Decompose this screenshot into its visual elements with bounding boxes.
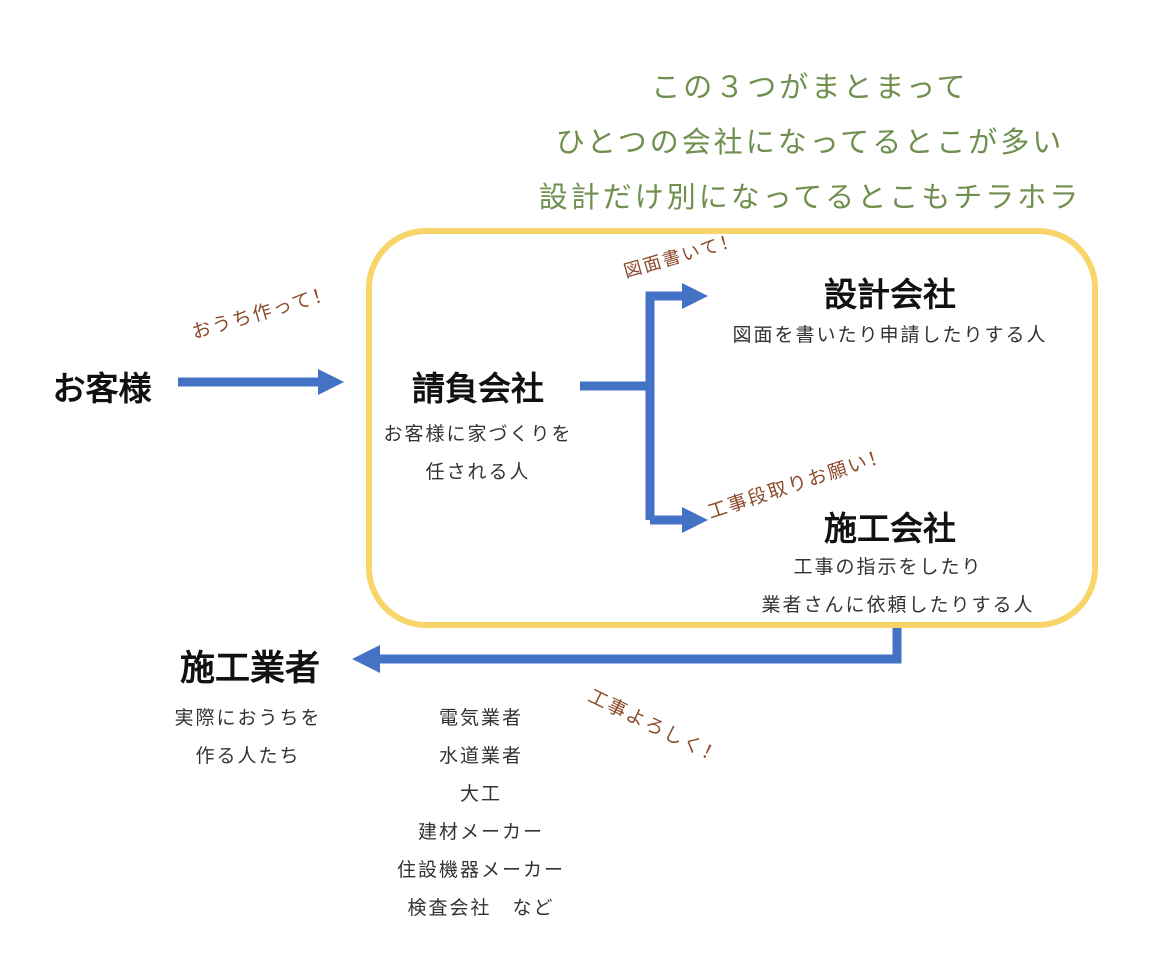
contractor-label: 請負会社 [412, 369, 544, 408]
note-line-3: 設計だけ別になってるとこもチラホラ [538, 180, 1082, 214]
trade-item: 大工 [459, 783, 502, 805]
note-line-1: この３つがまとまって [651, 70, 969, 104]
arrowhead-construction [682, 507, 708, 533]
company-group-box [366, 228, 1098, 628]
contractor-desc-2: 任される人 [425, 461, 531, 483]
arrowhead-design [682, 283, 708, 309]
construction-company-desc-1: 工事の指示をしたり [793, 556, 983, 578]
trade-item: 住設機器メーカー [396, 859, 565, 881]
construction-company-desc-2: 業者さんに依頼したりする人 [761, 594, 1035, 616]
arrow-construction-to-builder [376, 628, 902, 664]
builder-desc-1: 実際におうちを [174, 707, 322, 729]
construction-company-label: 施工会社 [824, 509, 956, 548]
builder-desc-2: 作る人たち [195, 745, 301, 767]
note-line-2: ひとつの会社になってるとこが多い [555, 125, 1065, 159]
arrowhead-builder [352, 645, 380, 673]
trade-item: 水道業者 [438, 745, 523, 767]
trade-item: 電気業者 [438, 707, 523, 729]
arrowhead-contractor [318, 369, 344, 395]
design-company-label: 設計会社 [824, 275, 956, 314]
trade-item: 検査会社 など [407, 897, 555, 919]
contractor-desc-1: お客様に家づくりを [383, 423, 573, 445]
builder-label: 施工業者 [179, 649, 320, 689]
arrow-to-design [645, 291, 686, 520]
trade-item: 建材メーカー [417, 821, 544, 843]
customer-label: お客様 [52, 369, 152, 408]
trades-list: 電気業者 水道業者 大工 建材メーカー 住設機器メーカー 検査会社 など [376, 699, 586, 927]
design-company-desc: 図面を書いたり申請したりする人 [732, 324, 1048, 346]
